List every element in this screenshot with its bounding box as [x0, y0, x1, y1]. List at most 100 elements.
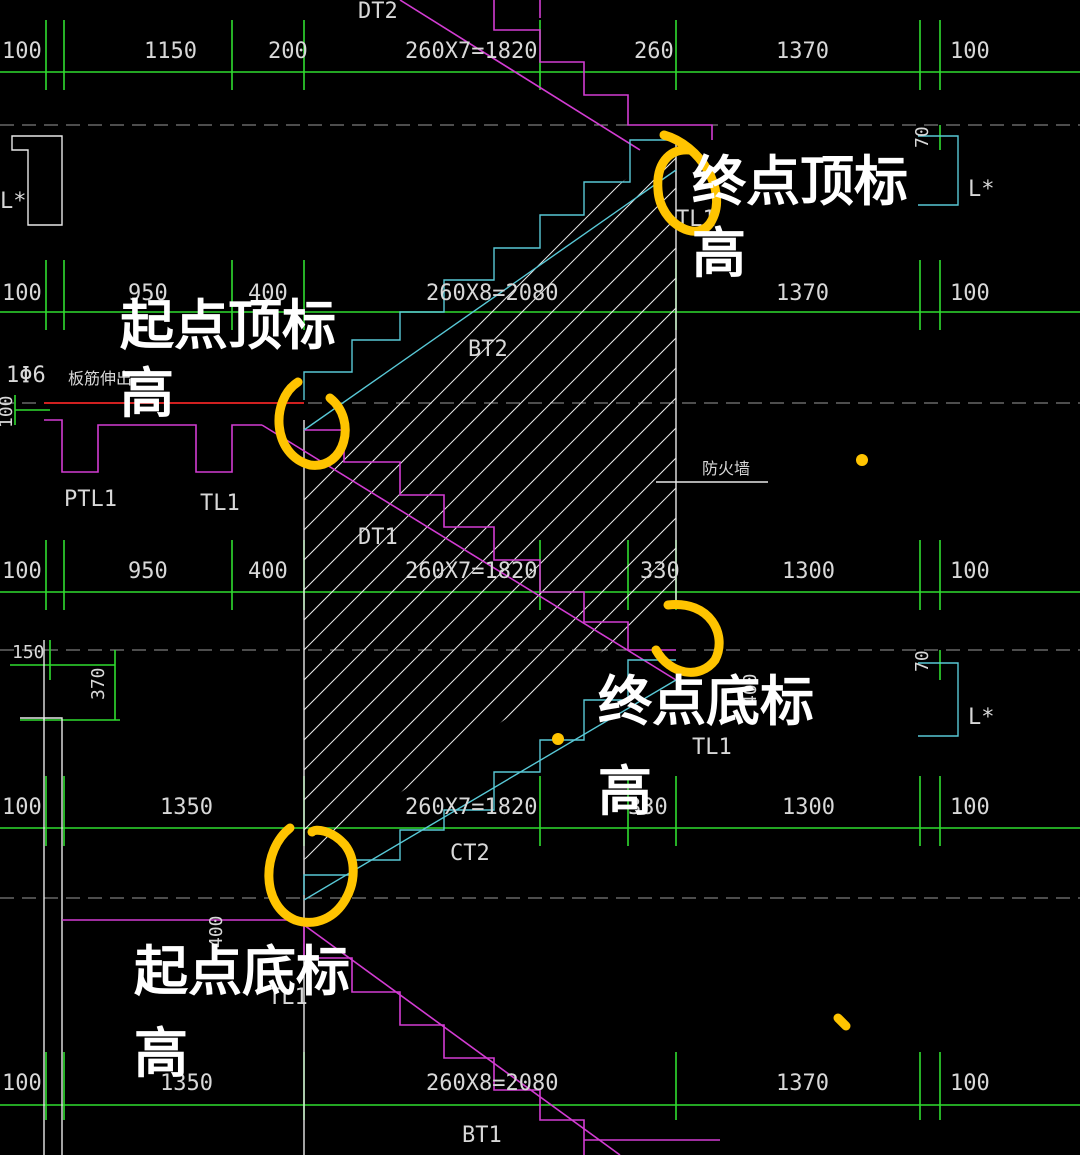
hatch-line	[304, 140, 676, 860]
label-dt1: DT1	[358, 525, 398, 550]
annot-end-bottom-line2: 高	[598, 760, 652, 823]
wall-outlines	[11, 135, 768, 1155]
label-rebar-note: 板筋伸出	[68, 369, 132, 388]
dimension-row-5-1: 1350	[160, 1071, 213, 1096]
hatch-line	[924, 140, 1080, 900]
vdim-400-bottom: 400	[206, 915, 227, 948]
label-tl1-left: TL1	[200, 491, 240, 516]
hatch-line	[864, 140, 1080, 900]
annot-end-bottom-line1: 终点底标	[598, 670, 814, 733]
label-dt2: DT2	[358, 0, 398, 24]
label-ptl1: PTL1	[64, 487, 117, 512]
hatch-line	[1074, 140, 1080, 900]
dimension-row-1-3: 260X7=1820	[405, 39, 537, 64]
dimension-row-5-3: 1370	[776, 1071, 829, 1096]
annot-end-top-line2: 高	[692, 222, 746, 285]
label-l-star-left: L*	[0, 189, 27, 214]
label-rebar: 1Φ6	[6, 363, 46, 388]
hatch-line	[304, 140, 676, 860]
hatch-line	[834, 140, 1080, 900]
hatch-line	[304, 140, 676, 860]
dot-1	[856, 454, 868, 466]
stair-lines	[44, 0, 720, 1155]
label-firewall: 防火墙	[702, 459, 750, 478]
dimension-row-4-2: 260X7=1820	[405, 795, 537, 820]
annot-start-bottom-line1: 起点底标	[134, 940, 350, 1003]
hatch-line	[304, 140, 676, 860]
hatch-line	[304, 140, 676, 860]
dimension-row-3-2: 400	[248, 559, 288, 584]
dimension-texts: 100 1150 200 260X7=1820 260 1370 100 100 950 400 2…	[2, 39, 990, 1096]
dimension-row-4-4: 1300	[782, 795, 835, 820]
dimension-row-5-4: 100	[950, 1071, 990, 1096]
dimension-row-2-0: 100	[2, 281, 42, 306]
dimension-row-3-1: 950	[128, 559, 168, 584]
annot-start-top-line1: 起点顶标	[120, 294, 336, 357]
dimension-row-5-0: 100	[2, 1071, 42, 1096]
hatch-line	[304, 140, 676, 860]
vdim-70-bottom: 70	[912, 650, 933, 672]
dot-3	[833, 1013, 851, 1031]
hatch-line	[304, 140, 676, 860]
dimension-row-3-0: 100	[2, 559, 42, 584]
hatch-line	[744, 140, 1080, 900]
dimension-row-1-0: 100	[2, 39, 42, 64]
hatch-line	[304, 140, 676, 860]
dimension-row-1-6: 100	[950, 39, 990, 64]
label-tl1-mid: TL1	[692, 735, 732, 760]
dimension-row-4-3: 330	[628, 795, 668, 820]
dimension-row-1-4: 260	[634, 39, 674, 64]
circle-end-bottom	[651, 600, 724, 677]
hatch-line	[473, 140, 676, 860]
circle-start-bottom	[264, 823, 358, 927]
label-bt2: BT2	[468, 337, 508, 362]
dimension-row-4-5: 100	[950, 795, 990, 820]
dimension-row-3-6: 100	[950, 559, 990, 584]
label-l-star-right-top: L*	[968, 177, 995, 202]
hatch-line	[413, 140, 676, 860]
vdim-100-left: 100	[0, 395, 17, 428]
dimension-row-2-2: 400	[248, 281, 288, 306]
annot-end-top-line1: 终点顶标	[692, 150, 908, 213]
vdim-370: 370	[88, 667, 109, 700]
hatch-line	[304, 140, 676, 860]
dot-2	[552, 733, 564, 745]
hatch-line	[894, 140, 1080, 900]
circle-end-top	[653, 130, 721, 236]
hatch-line	[503, 140, 676, 860]
dimension-row-1-1: 1150	[144, 39, 197, 64]
hatch-line	[774, 140, 1080, 900]
dimension-row-2-1: 950	[128, 281, 168, 306]
annotation-marks	[264, 130, 868, 1031]
hatch-line	[1044, 140, 1080, 900]
hatch-line	[954, 140, 1080, 900]
annot-start-bottom-line2: 高	[134, 1022, 188, 1085]
hatch-line	[804, 140, 1080, 900]
hatch-line	[304, 140, 676, 860]
component-labels: DT2 BT2 DT1 CT2 BT1 PTL1 TL1 TL1 TL1 TL1…	[0, 0, 995, 1148]
dimension-row-2-4: 1370	[776, 281, 829, 306]
dimension-row-1-2: 200	[268, 39, 308, 64]
hatch-line	[593, 140, 676, 860]
hatch-line	[304, 140, 676, 860]
hatch-line	[304, 140, 665, 860]
label-tl1-bottom: TL1	[268, 985, 308, 1010]
dimension-row-2-3: 260X8=2080	[426, 281, 558, 306]
hatch-line	[984, 140, 1080, 900]
label-ct2: CT2	[450, 841, 490, 866]
dimension-row-2-5: 100	[950, 281, 990, 306]
vdim-400-mid: 400	[740, 673, 761, 706]
dimension-row-4-0: 100	[2, 795, 42, 820]
circle-start-top	[274, 377, 350, 470]
dimension-row-4-1: 1350	[160, 795, 213, 820]
dimension-row-3-5: 1300	[782, 559, 835, 584]
annotation-texts: 终点顶标 高 起点顶标 高 终点底标 高 起点底标 高	[120, 150, 908, 1085]
hatch-line	[304, 140, 676, 860]
label-bt1: BT1	[462, 1123, 502, 1148]
dimension-row-3-3: 260X7=1820	[405, 559, 537, 584]
annot-start-top-line2: 高	[120, 362, 174, 425]
hatch-line	[1014, 140, 1080, 900]
dimension-row-1-5: 1370	[776, 39, 829, 64]
vdim-150: 150	[12, 642, 45, 663]
